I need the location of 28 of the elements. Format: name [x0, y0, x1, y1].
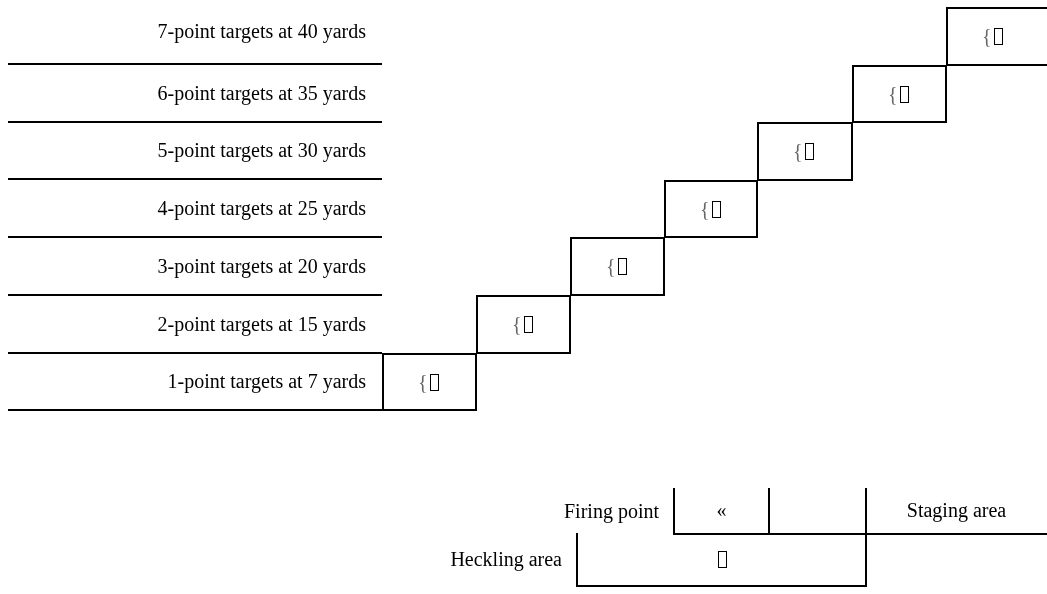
step-cell [757, 122, 853, 181]
row-label: 6-point targets at 35 yards [157, 81, 366, 105]
row-label: 2-point targets at 15 yards [157, 312, 366, 336]
row-label: 3-point targets at 20 yards [157, 254, 366, 278]
brace-glyph: { [700, 197, 710, 221]
brace-glyph: { [982, 25, 992, 48]
step-cell [946, 7, 1047, 66]
area-label: Staging area [906, 499, 1007, 522]
brace-glyph: { [512, 313, 522, 336]
area-label: Heckling area [450, 548, 562, 571]
area-box [673, 488, 770, 535]
area-label: « [716, 499, 727, 522]
row-label: 5-point targets at 30 yards [157, 139, 366, 162]
brace-glyph: { [606, 255, 616, 278]
empty-box [769, 488, 867, 535]
step-cell [852, 65, 947, 123]
step-cell [570, 237, 665, 296]
brace-glyph: { [888, 82, 898, 106]
step-cell [476, 295, 571, 354]
step-cell [664, 180, 758, 238]
row-label: 4-point targets at 25 yards [157, 196, 366, 220]
brace-glyph: { [418, 370, 428, 394]
row-label: 1-point targets at 7 yards [167, 370, 366, 393]
brace-glyph: { [793, 140, 803, 163]
area-label: Firing point [564, 499, 659, 523]
step-cell [382, 353, 477, 411]
row-label: 7-point targets at 40 yards [157, 20, 366, 43]
empty-box [576, 533, 867, 587]
